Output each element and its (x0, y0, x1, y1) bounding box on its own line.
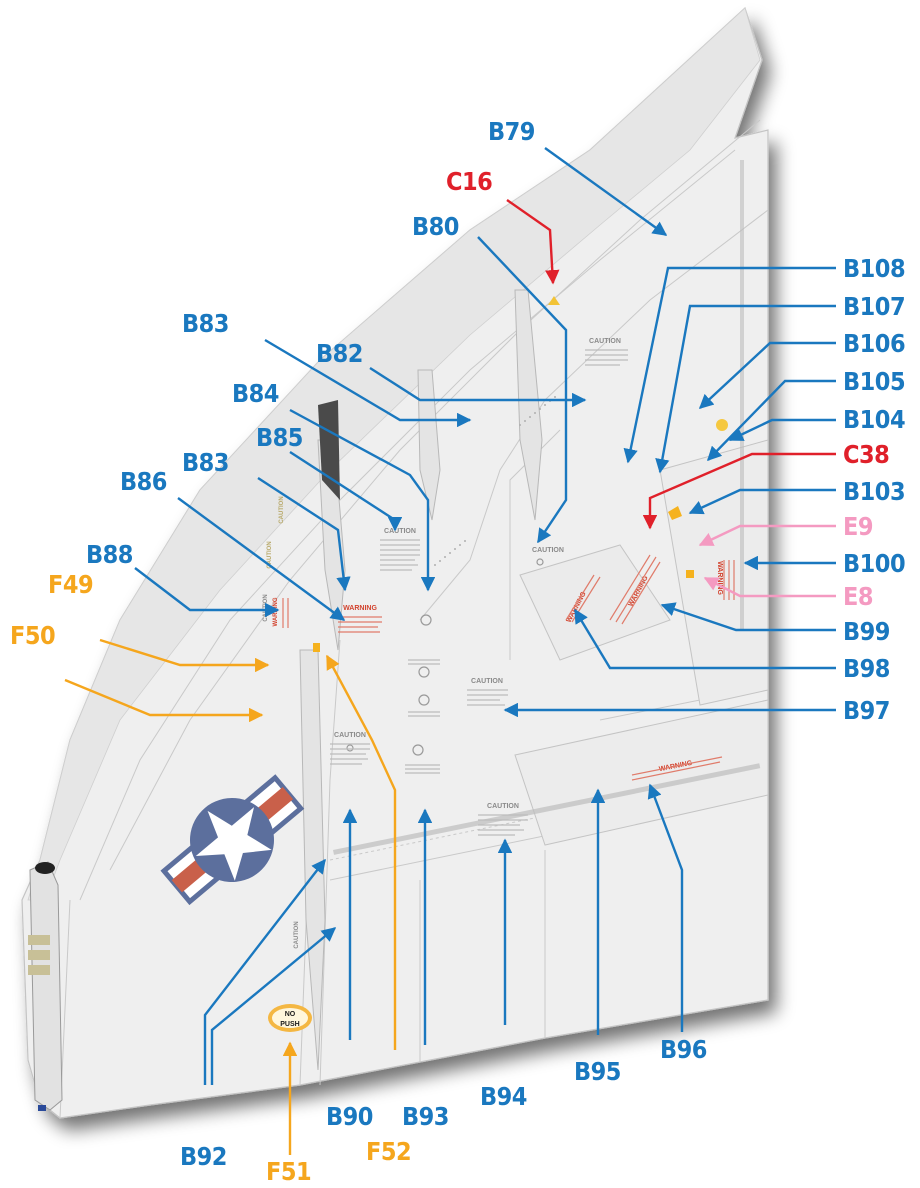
callout-label-e8: E8 (843, 582, 873, 611)
callout-label-b95: B95 (574, 1057, 621, 1086)
callout-label-b107: B107 (843, 292, 905, 321)
callout-label-b85: B85 (256, 423, 303, 452)
callout-label-b106: B106 (843, 329, 905, 358)
arrow-b85 (289, 450, 403, 532)
callout-label-b90: B90 (326, 1102, 373, 1131)
callout-label-c16: C16 (446, 167, 492, 196)
callout-label-b104: B104 (843, 405, 905, 434)
no-push-push: PUSH (280, 1021, 299, 1028)
callout-label-b93: B93 (402, 1102, 449, 1131)
arrow-b99 (660, 602, 836, 632)
caution-stencil-b92: CAUTION (294, 921, 300, 948)
callout-label-b105: B105 (843, 367, 905, 396)
callout-label-b84: B84 (232, 379, 279, 408)
callout-label-b99: B99 (843, 617, 890, 646)
arrow-b103 (688, 488, 836, 515)
arrow-b96 (647, 783, 684, 1032)
caution-stencil-b85: CAUTION (384, 528, 416, 535)
arrow-b106 (698, 341, 836, 409)
callout-label-b92: B92 (180, 1142, 227, 1171)
caution-stencil-f50: CAUTION (263, 594, 269, 621)
inspection-markers (346, 558, 544, 756)
caution-stencil-b88: CAUTION (279, 496, 285, 523)
warning-fine-print (282, 554, 735, 781)
arrow-b88 (134, 567, 280, 618)
callout-label-b96: B96 (660, 1035, 707, 1064)
caution-stencil-b90: CAUTION (334, 732, 366, 739)
arrow-b83b (257, 476, 351, 592)
fuselage-stub (28, 861, 63, 1111)
arrow-b84 (289, 408, 436, 592)
caution-stencil-b97: CAUTION (471, 678, 503, 685)
arrow-b107 (655, 304, 836, 474)
arrow-b98 (573, 608, 836, 670)
callout-label-e9: E9 (843, 512, 873, 541)
callout-label-f49: F49 (48, 570, 93, 599)
fastener-rows (434, 396, 556, 566)
callout-label-b83-top: B83 (182, 309, 229, 338)
no-push-stencil: NO PUSH (268, 1004, 312, 1032)
callout-label-b98: B98 (843, 654, 890, 683)
arrow-b108 (623, 266, 836, 464)
callout-label-b86: B86 (120, 467, 167, 496)
caution-stencil-b82: CAUTION (589, 338, 621, 345)
flap-panel (519, 544, 671, 661)
callout-label-b88: B88 (86, 540, 133, 569)
callout-label-f51: F51 (266, 1157, 311, 1186)
star-insignia (160, 774, 305, 906)
arrow-b92b (210, 927, 337, 1085)
arrow-e9 (698, 524, 836, 547)
arrow-c38 (642, 452, 836, 530)
stencil-fine-print (330, 349, 628, 836)
arrow-b104 (728, 418, 836, 442)
callout-label-b79: B79 (488, 117, 535, 146)
callout-labels: B79 C16 B80 B108 B107 B106 B105 B104 C38… (10, 117, 906, 1186)
arrow-b82 (369, 366, 587, 408)
callout-label-b103: B103 (843, 477, 905, 506)
caution-stencil-f49: CAUTION (267, 541, 273, 568)
callout-label-f50: F50 (10, 621, 55, 650)
callout-label-b82: B82 (316, 339, 363, 368)
arrow-b83a (264, 338, 472, 428)
callout-label-c38: C38 (843, 440, 889, 469)
callout-label-f52: F52 (366, 1137, 411, 1166)
arrow-c16 (506, 199, 560, 285)
callout-label-b83-mid: B83 (182, 448, 229, 477)
arrow-f50 (64, 678, 264, 723)
warning-stencil-b86: WARNING (343, 605, 377, 612)
no-push-no: NO (285, 1011, 296, 1018)
wing-surface (21, 6, 769, 1119)
arrow-b80 (477, 236, 568, 544)
arrow-b92a (203, 858, 326, 1085)
arrow-e8 (703, 576, 836, 598)
callout-label-b97: B97 (843, 696, 890, 725)
arrow-f49 (99, 638, 270, 673)
warning-stencil-f50: WARNING (273, 597, 279, 626)
arrow-b79 (544, 147, 668, 236)
callout-label-b94: B94 (480, 1082, 527, 1111)
callout-label-b100: B100 (843, 549, 905, 578)
caution-stencil-b80: CAUTION (532, 547, 564, 554)
yellow-markers (313, 296, 728, 652)
arrow-f52 (325, 654, 397, 1050)
callout-label-b108: B108 (843, 254, 905, 283)
callout-arrows (64, 147, 836, 1155)
warning-stencil-b100: WARNING (716, 561, 723, 595)
arrow-b86 (177, 497, 346, 621)
callout-label-b80: B80 (412, 212, 459, 241)
caution-stencil-b94: CAUTION (487, 803, 519, 810)
